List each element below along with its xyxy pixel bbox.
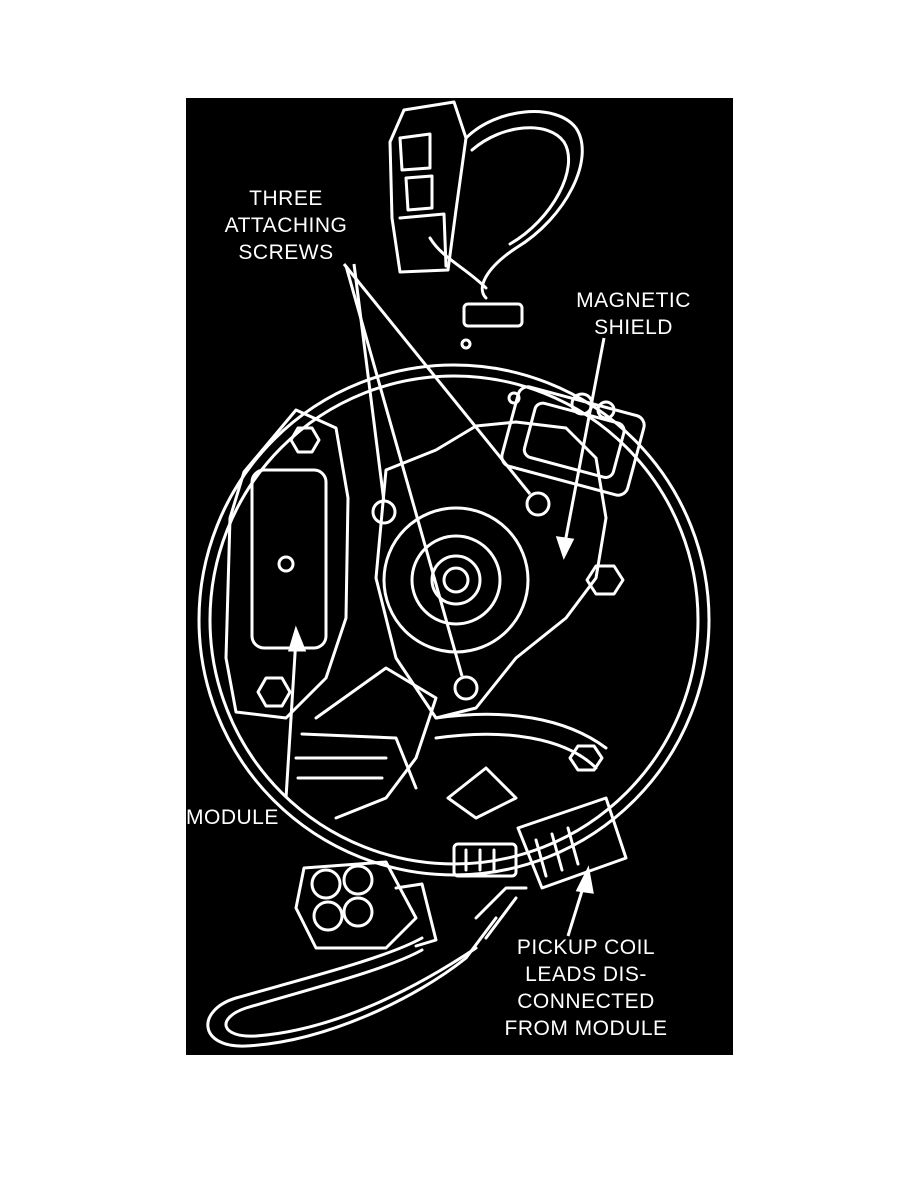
leader-screw-left: [352, 263, 386, 503]
screw-bottom: [453, 675, 479, 701]
leader-screw-bottom: [344, 265, 464, 677]
grommet: [462, 302, 524, 328]
leader-module: [284, 637, 298, 799]
wiring-harness: [294, 666, 608, 820]
top-connector: [388, 100, 468, 274]
module-connector: [294, 860, 438, 950]
shaft-boss-outer: [382, 506, 530, 654]
label-line: MAGNETIC: [576, 289, 691, 312]
distributor-diagram: THREE ATTACHING SCREWS MAGNETIC SHIELD M…: [186, 98, 733, 1055]
label-module: MODULE: [186, 804, 301, 831]
label-line: CONNECTED: [517, 990, 655, 1013]
magnetic-shield-plate: [374, 420, 608, 720]
label-magnetic-shield: MAGNETIC SHIELD: [556, 287, 711, 341]
housing-inner-ring: [208, 374, 700, 866]
pickup-connector: [452, 796, 628, 890]
top-wire-loop: [464, 110, 584, 300]
lower-wire-loop: [206, 916, 498, 1048]
shaft-boss-inner: [410, 534, 502, 626]
label-pickup-coil-leads: PICKUP COIL LEADS DIS- CONNECTED FROM MO…: [481, 934, 691, 1042]
label-line: FROM MODULE: [504, 1017, 668, 1040]
nut-upper-left: [289, 426, 321, 454]
label-line: ATTACHING: [224, 214, 348, 237]
label-line: MODULE: [186, 806, 279, 829]
leader-shield: [562, 337, 606, 549]
nut-lower-right: [568, 744, 604, 772]
screw-right: [525, 491, 551, 517]
distributor-illustration: [197, 100, 711, 1048]
label-three-attaching-screws: THREE ATTACHING SCREWS: [196, 185, 376, 266]
nut-lower-left: [256, 676, 292, 708]
label-line: PICKUP COIL: [516, 936, 656, 959]
label-line: LEADS DIS-: [525, 963, 647, 986]
label-line: SCREWS: [238, 241, 334, 264]
pickup-coil-assembly: [500, 385, 646, 497]
label-line: SHIELD: [594, 316, 673, 339]
housing-outer-ring: [197, 363, 711, 877]
nut-right: [585, 564, 625, 596]
shaft: [430, 554, 482, 606]
label-line: THREE: [249, 187, 323, 210]
leader-screw-right: [342, 263, 532, 495]
module-body: [224, 408, 350, 720]
